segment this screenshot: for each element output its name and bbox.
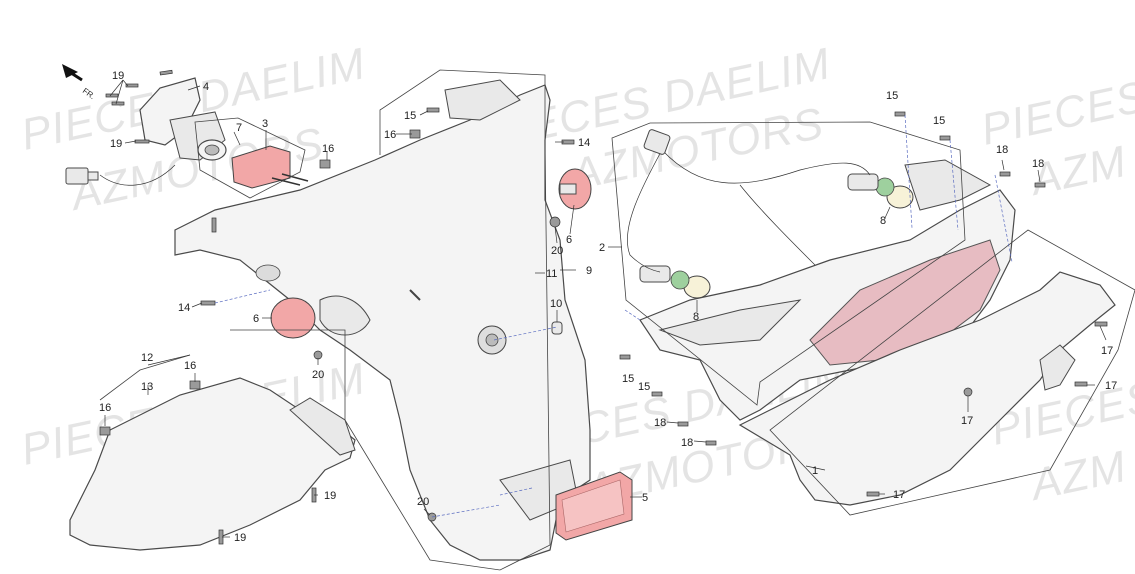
callout-14-left: 14 bbox=[178, 302, 190, 314]
callout-5: 5 bbox=[642, 492, 648, 504]
callout-9: 9 bbox=[586, 265, 592, 277]
rear-side-cover bbox=[738, 271, 1116, 506]
callout-12: 12 bbox=[141, 352, 153, 364]
license-reflector bbox=[555, 471, 633, 541]
callout-6-right: 6 bbox=[566, 234, 572, 246]
watermark-corner2-b: AZM bbox=[1024, 442, 1131, 510]
watermark-corner2: AZM bbox=[1024, 137, 1131, 205]
fender-bolts bbox=[200, 107, 575, 522]
callout-17-b: 17 bbox=[1105, 380, 1117, 392]
lower-undercover bbox=[69, 377, 356, 551]
callout-19-left: 19 bbox=[110, 138, 122, 150]
callout-11: 11 bbox=[546, 268, 557, 280]
callout-20-b: 20 bbox=[551, 245, 563, 257]
callout-17-a: 17 bbox=[1101, 345, 1113, 357]
callout-17-d: 17 bbox=[893, 489, 905, 501]
callout-19-top: 19 bbox=[112, 70, 124, 82]
callout-10: 10 bbox=[550, 298, 562, 310]
callout-14-right: 14 bbox=[578, 137, 590, 149]
taillight-frame-box bbox=[611, 121, 966, 406]
callout-15-top-b: 15 bbox=[933, 115, 945, 127]
callout-16-bracket: 16 bbox=[322, 143, 334, 155]
callout-15-top-a: 15 bbox=[886, 90, 898, 102]
callout-20-a: 20 bbox=[312, 369, 324, 381]
callout-numbers: 1 2 3 4 5 6 6 7 8 8 9 10 11 12 13 14 14 … bbox=[99, 70, 1117, 544]
callout-13: 13 bbox=[141, 381, 153, 393]
bracket-frame-box bbox=[194, 117, 306, 199]
callout-18-c: 18 bbox=[654, 417, 666, 429]
callout-2: 2 bbox=[599, 242, 605, 254]
callout-18-d: 18 bbox=[681, 437, 693, 449]
front-direction-arrow-icon: FR. bbox=[62, 64, 97, 101]
callout-16-fender: 16 bbox=[384, 129, 396, 141]
callout-15-low-b: 15 bbox=[638, 381, 650, 393]
callout-18-b: 18 bbox=[1032, 158, 1044, 170]
taillight-assembly bbox=[639, 159, 1016, 421]
callout-7: 7 bbox=[236, 122, 242, 134]
callout-8-upper: 8 bbox=[880, 215, 886, 227]
callout-4: 4 bbox=[203, 81, 209, 93]
callout-19-under-b: 19 bbox=[234, 532, 246, 544]
callout-18-a: 18 bbox=[996, 144, 1008, 156]
callout-16-under-b: 16 bbox=[99, 402, 111, 414]
callout-6-left: 6 bbox=[253, 313, 259, 325]
bulb-sockets bbox=[627, 129, 914, 299]
callout-20-c: 20 bbox=[417, 496, 429, 508]
fender-frame-line bbox=[230, 69, 551, 571]
license-lens-cover bbox=[231, 145, 309, 189]
callout-3: 3 bbox=[262, 118, 268, 130]
taillight-screws bbox=[619, 111, 1046, 446]
callout-19-under-a: 19 bbox=[324, 490, 336, 502]
callout-17-c: 17 bbox=[961, 415, 973, 427]
callout-8-lower: 8 bbox=[693, 311, 699, 323]
rear-fender bbox=[174, 79, 591, 561]
callout-15-low-a: 15 bbox=[622, 373, 634, 385]
callout-1: 1 bbox=[812, 465, 818, 477]
leader-lines bbox=[104, 79, 1107, 538]
callout-15-fender: 15 bbox=[404, 110, 416, 122]
callout-16-under-a: 16 bbox=[184, 360, 196, 372]
undercover-frame bbox=[99, 354, 191, 401]
side-cover-frame-box bbox=[769, 229, 1135, 516]
side-reflectors bbox=[270, 168, 592, 339]
license-light-assembly bbox=[65, 77, 227, 186]
